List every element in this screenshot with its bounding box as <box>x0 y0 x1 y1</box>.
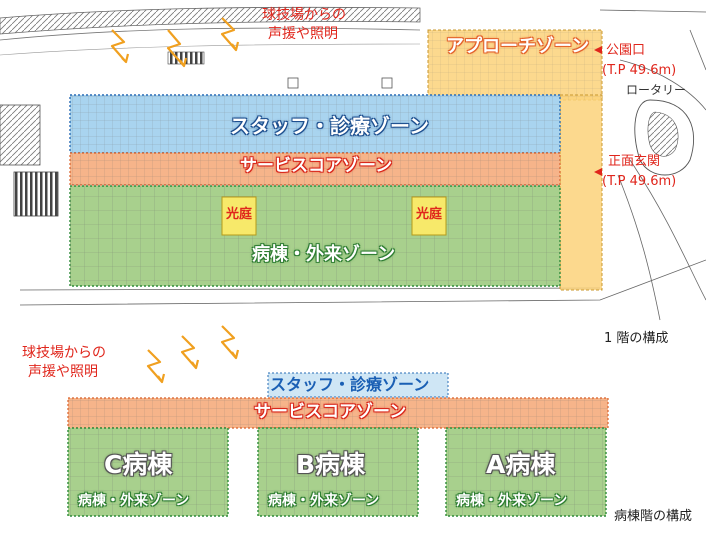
staff-zone-label: スタッフ・診療ゾーン <box>230 114 429 138</box>
ward-stadium-note-line2: 声援や照明 <box>28 364 98 380</box>
light-court-1 <box>221 196 257 236</box>
ward-b-label: B病棟 <box>296 450 366 479</box>
park-entrance-arrow <box>594 46 602 54</box>
park-entrance-label: 公園口 <box>606 43 646 58</box>
ward-floor-plan <box>67 325 609 517</box>
stadium-light-arrows-ward <box>146 325 240 384</box>
approach-zone-strip <box>559 94 603 291</box>
ward-outpatient-zone-label: 病棟・外来ゾーン <box>252 244 396 265</box>
stadium-light-arrows-floor1 <box>110 17 240 68</box>
approach-zone-label: アプローチゾーン <box>446 36 590 57</box>
light-court-2-label: 光庭 <box>416 207 443 222</box>
floor1-stadium-note-line1: 球技場からの <box>262 7 346 23</box>
rotary-label: ロータリー <box>626 83 687 97</box>
main-entrance-level: (T.P 49.6m) <box>602 174 677 189</box>
site-outline <box>19 9 706 321</box>
ward-staff-zone-label: スタッフ・診療ゾーン <box>270 375 430 394</box>
floor1-plan <box>0 6 706 321</box>
main-entrance-arrow <box>594 168 602 176</box>
ward-service-core-zone-label: サービスコアゾーン <box>254 402 407 422</box>
ward-c-zone-label: 病棟・外来ゾーン <box>78 493 190 509</box>
ward-a-label: A病棟 <box>486 450 556 479</box>
ward-a-zone-label: 病棟・外来ゾーン <box>456 493 568 509</box>
ward-staff-zone-area <box>267 372 449 398</box>
ward-b-zone-label: 病棟・外来ゾーン <box>268 493 380 509</box>
main-entrance-label: 正面玄関 <box>608 154 661 169</box>
service-core-zone-label: サービスコアゾーン <box>240 156 393 176</box>
floor1-caption: 1 階の構成 <box>604 331 669 346</box>
ward-stadium-note-line1: 球技場からの <box>22 345 106 361</box>
ward-c-label: C病棟 <box>104 450 173 479</box>
park-entrance-level: (T.P 49.6m) <box>602 63 677 78</box>
light-court-2 <box>411 196 447 236</box>
light-court-1-label: 光庭 <box>226 207 253 222</box>
floor1-stadium-note-line2: 声援や照明 <box>268 26 338 42</box>
ward-floor-caption: 病棟階の構成 <box>614 509 693 524</box>
rotary-area <box>634 99 694 176</box>
